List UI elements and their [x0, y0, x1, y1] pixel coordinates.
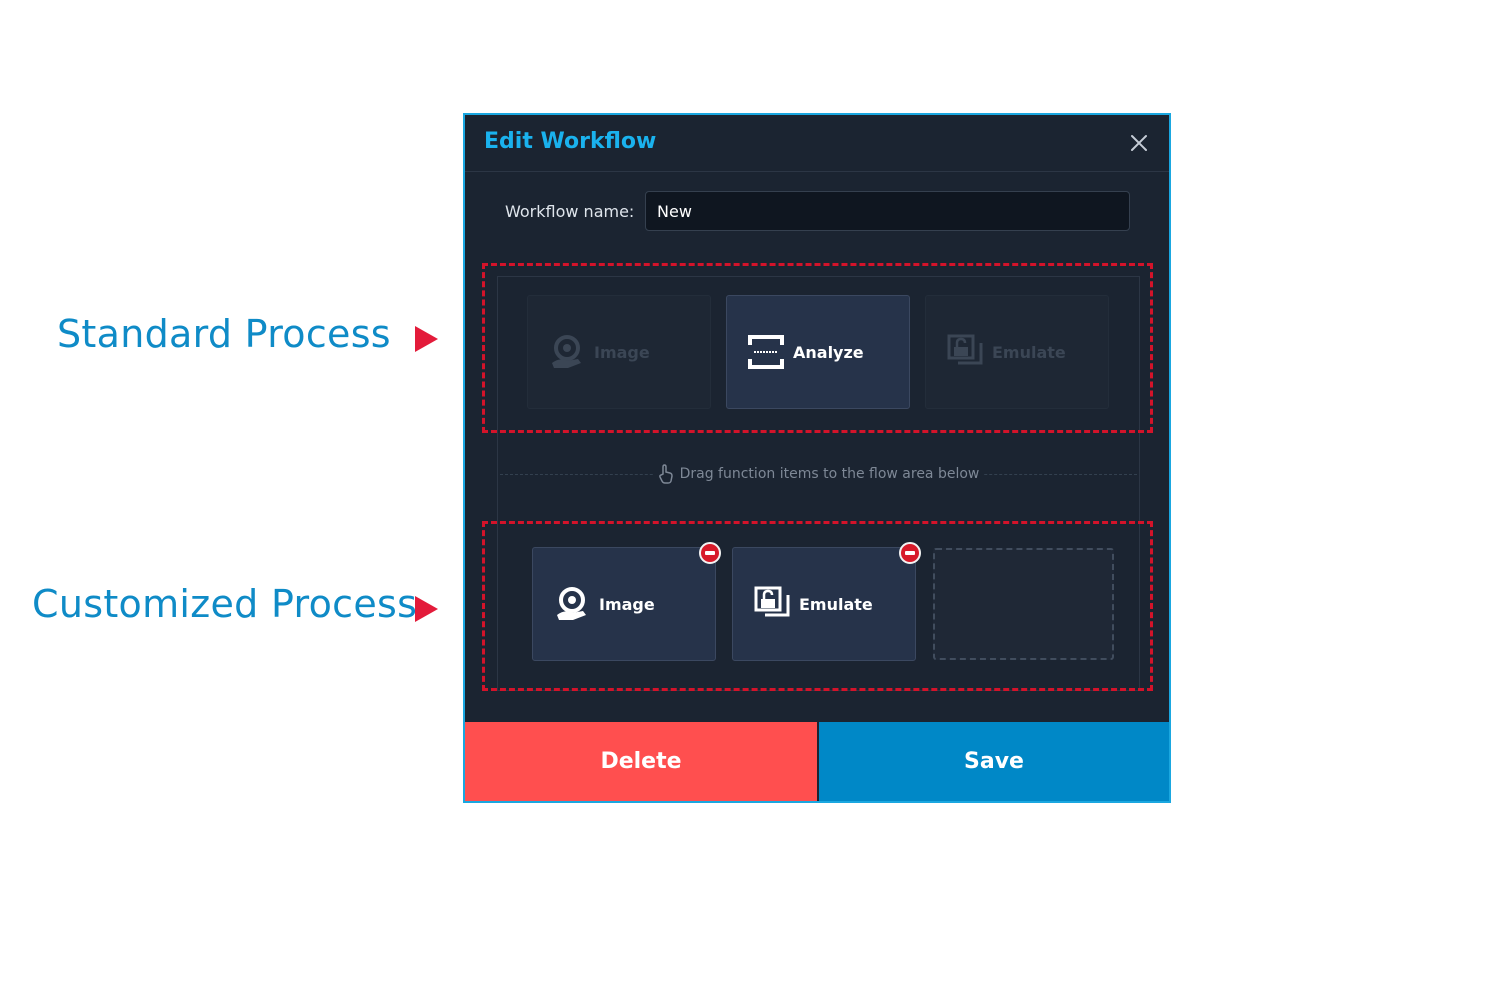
custom-item-image[interactable]: Image [532, 542, 721, 661]
customized-process-label: Customized Process [32, 582, 418, 626]
callout-arrow-icon [415, 596, 438, 622]
image-capture-icon [552, 335, 581, 368]
standard-item-image-label: Image [594, 342, 650, 362]
close-button[interactable] [1129, 133, 1149, 153]
drag-hint: Drag function items to the flow area bel… [498, 464, 1139, 484]
emulate-unlock-icon [754, 586, 790, 617]
standard-item-image: Image [527, 295, 711, 409]
save-button[interactable]: Save [819, 722, 1169, 801]
dialog-footer: Delete Save [465, 722, 1169, 801]
close-icon [1131, 135, 1147, 151]
emulate-unlock-icon [947, 334, 983, 365]
drag-hint-text: Drag function items to the flow area bel… [679, 466, 980, 482]
standard-item-emulate-label: Emulate [992, 342, 1066, 362]
workflow-name-row: Workflow name: [505, 191, 1130, 231]
image-capture-icon [557, 587, 586, 620]
customized-process-callout: Customized Process [32, 582, 438, 626]
standard-process-callout: Standard Process [57, 312, 438, 356]
standard-process-label: Standard Process [57, 312, 391, 356]
hand-pointer-icon [658, 464, 673, 484]
dialog-title: Edit Workflow [484, 129, 657, 154]
analyze-scan-icon [748, 335, 784, 369]
edit-workflow-dialog: Edit Workflow Workflow name: Image [463, 113, 1171, 803]
workflow-work-area: Image Analyze Emulate [497, 276, 1140, 691]
custom-item-emulate[interactable]: Emulate [732, 542, 921, 661]
custom-item-emulate-label: Emulate [799, 594, 873, 614]
workflow-name-label: Workflow name: [505, 201, 635, 221]
empty-drop-slot[interactable] [933, 548, 1114, 660]
callout-arrow-icon [415, 326, 438, 352]
delete-button[interactable]: Delete [465, 722, 817, 801]
remove-image-button[interactable] [699, 542, 721, 564]
remove-emulate-button[interactable] [899, 542, 921, 564]
standard-item-analyze-label: Analyze [793, 342, 864, 362]
standard-item-emulate: Emulate [925, 295, 1109, 409]
custom-item-image-label: Image [599, 594, 655, 614]
standard-process-highlight [482, 263, 1153, 433]
standard-item-analyze[interactable]: Analyze [726, 295, 910, 409]
customized-process-highlight [482, 521, 1153, 691]
workflow-name-input[interactable] [645, 191, 1130, 231]
dialog-header: Edit Workflow [465, 115, 1169, 172]
